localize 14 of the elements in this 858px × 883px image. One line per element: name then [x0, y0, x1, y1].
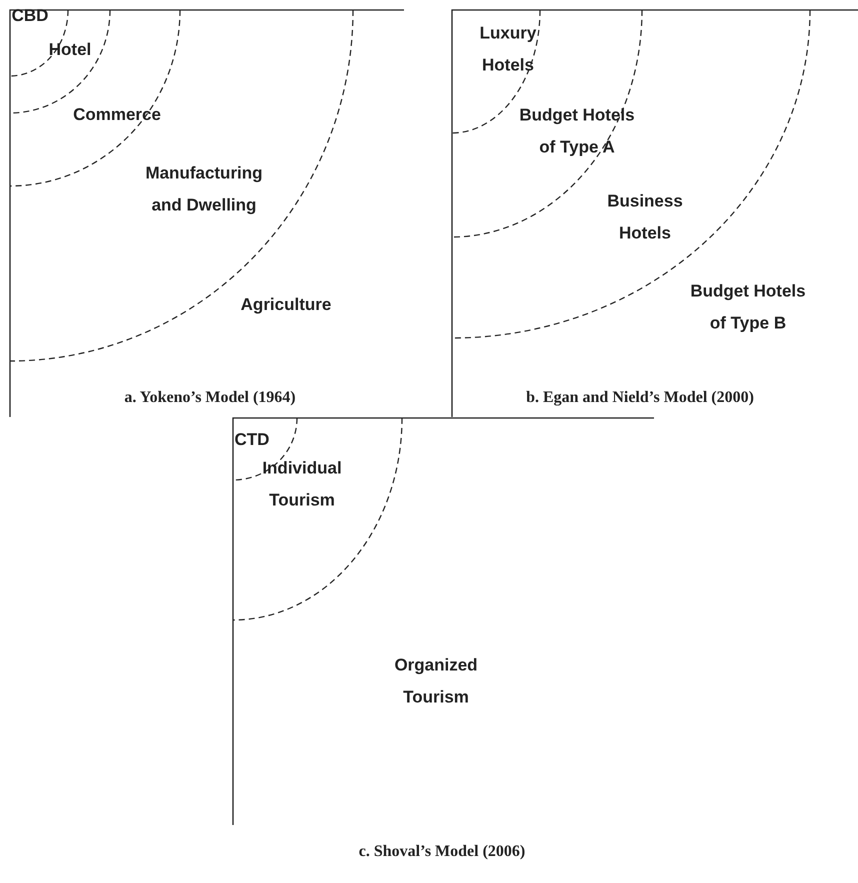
zone-label: Budget Hotels of Type A [518, 104, 636, 159]
figure-caption: b. Egan and Nield’s Model (2000) [526, 389, 754, 407]
zone-label: Organized Tourism [393, 654, 479, 709]
zone-label: CTD [234, 428, 270, 451]
zone-label: Luxury Hotels [478, 22, 538, 77]
figure-caption: c. Shoval’s Model (2006) [358, 843, 526, 861]
zone-label: Hotel [48, 38, 92, 61]
zone-label: Commerce [73, 104, 161, 126]
zone-label: Business Hotels [606, 190, 684, 245]
figure-caption: a. Yokeno’s Model (1964) [124, 389, 296, 407]
zone-label: Manufacturing and Dwelling [144, 162, 264, 217]
zone-label: Agriculture [240, 294, 332, 316]
zone-label: Individual Tourism [261, 458, 343, 512]
zone-label: Budget Hotels of Type B [689, 280, 807, 335]
